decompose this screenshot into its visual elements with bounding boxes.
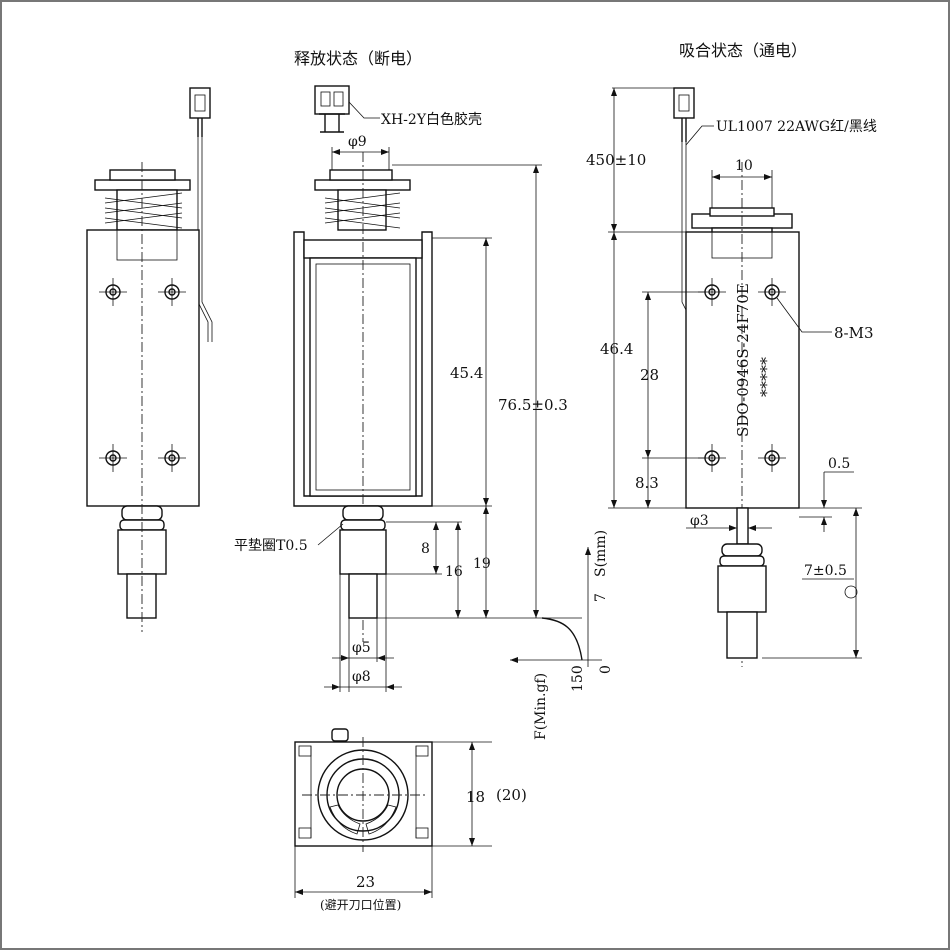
dim-45-4: 45.4 bbox=[450, 364, 483, 382]
side-view bbox=[86, 87, 213, 632]
hold-state-title: 吸合状态（通电） bbox=[679, 41, 807, 60]
force-axis-label: F(Min.gf) bbox=[533, 673, 549, 740]
dim-7-0-5: 7±0.5 bbox=[804, 563, 847, 579]
stroke-max-label: 7 bbox=[593, 593, 609, 602]
dim-d9: φ9 bbox=[348, 134, 367, 150]
dim-d8: φ8 bbox=[352, 669, 371, 685]
dim-d3: φ3 bbox=[690, 513, 709, 529]
dim-76-5: 76.5±0.3 bbox=[498, 396, 568, 414]
dim-0-5: 0.5 bbox=[828, 456, 850, 472]
dim-8-3: 8.3 bbox=[635, 474, 659, 492]
wire-label: UL1007 22AWG红/黑线 bbox=[716, 119, 877, 135]
hold-state-view: 吸合状态（通电） UL1007 22AWG红/黑线 450±10 10 bbox=[586, 41, 877, 667]
force-stroke-curve: 7 S(mm) 0 150 F(Min.gf) bbox=[510, 530, 614, 740]
screws-label: 8-M3 bbox=[834, 324, 874, 342]
release-state-title: 释放状态（断电） bbox=[294, 49, 422, 68]
release-state-view: 释放状态（断电） XH-2Y白色胶壳 φ9 平垫圈T0.5 bbox=[234, 49, 582, 692]
end-view: 18 (20) 23 (避开刀口位置) bbox=[294, 728, 527, 912]
dim-28: 28 bbox=[640, 366, 659, 384]
dim-16: 16 bbox=[445, 564, 463, 580]
washer-label: 平垫圈T0.5 bbox=[234, 538, 308, 554]
dim-20: (20) bbox=[496, 786, 527, 804]
stroke-axis-label: S(mm) bbox=[593, 530, 609, 577]
stroke-zero-label: 0 bbox=[598, 665, 614, 674]
model-label: SDO-0946S-24F70E bbox=[734, 283, 752, 437]
relief-note: (避开刀口位置) bbox=[320, 897, 401, 912]
serial-label: ***** bbox=[757, 357, 776, 397]
dim-19: 19 bbox=[473, 556, 491, 572]
connector-label: XH-2Y白色胶壳 bbox=[381, 111, 482, 128]
force-value-label: 150 bbox=[570, 665, 586, 692]
dim-46-4: 46.4 bbox=[600, 340, 633, 358]
dim-23: 23 bbox=[356, 873, 375, 891]
dim-18: 18 bbox=[466, 788, 485, 806]
dim-450: 450±10 bbox=[586, 151, 646, 169]
dim-8: 8 bbox=[421, 541, 430, 557]
dim-d5: φ5 bbox=[352, 640, 371, 656]
dim-10: 10 bbox=[735, 158, 753, 174]
